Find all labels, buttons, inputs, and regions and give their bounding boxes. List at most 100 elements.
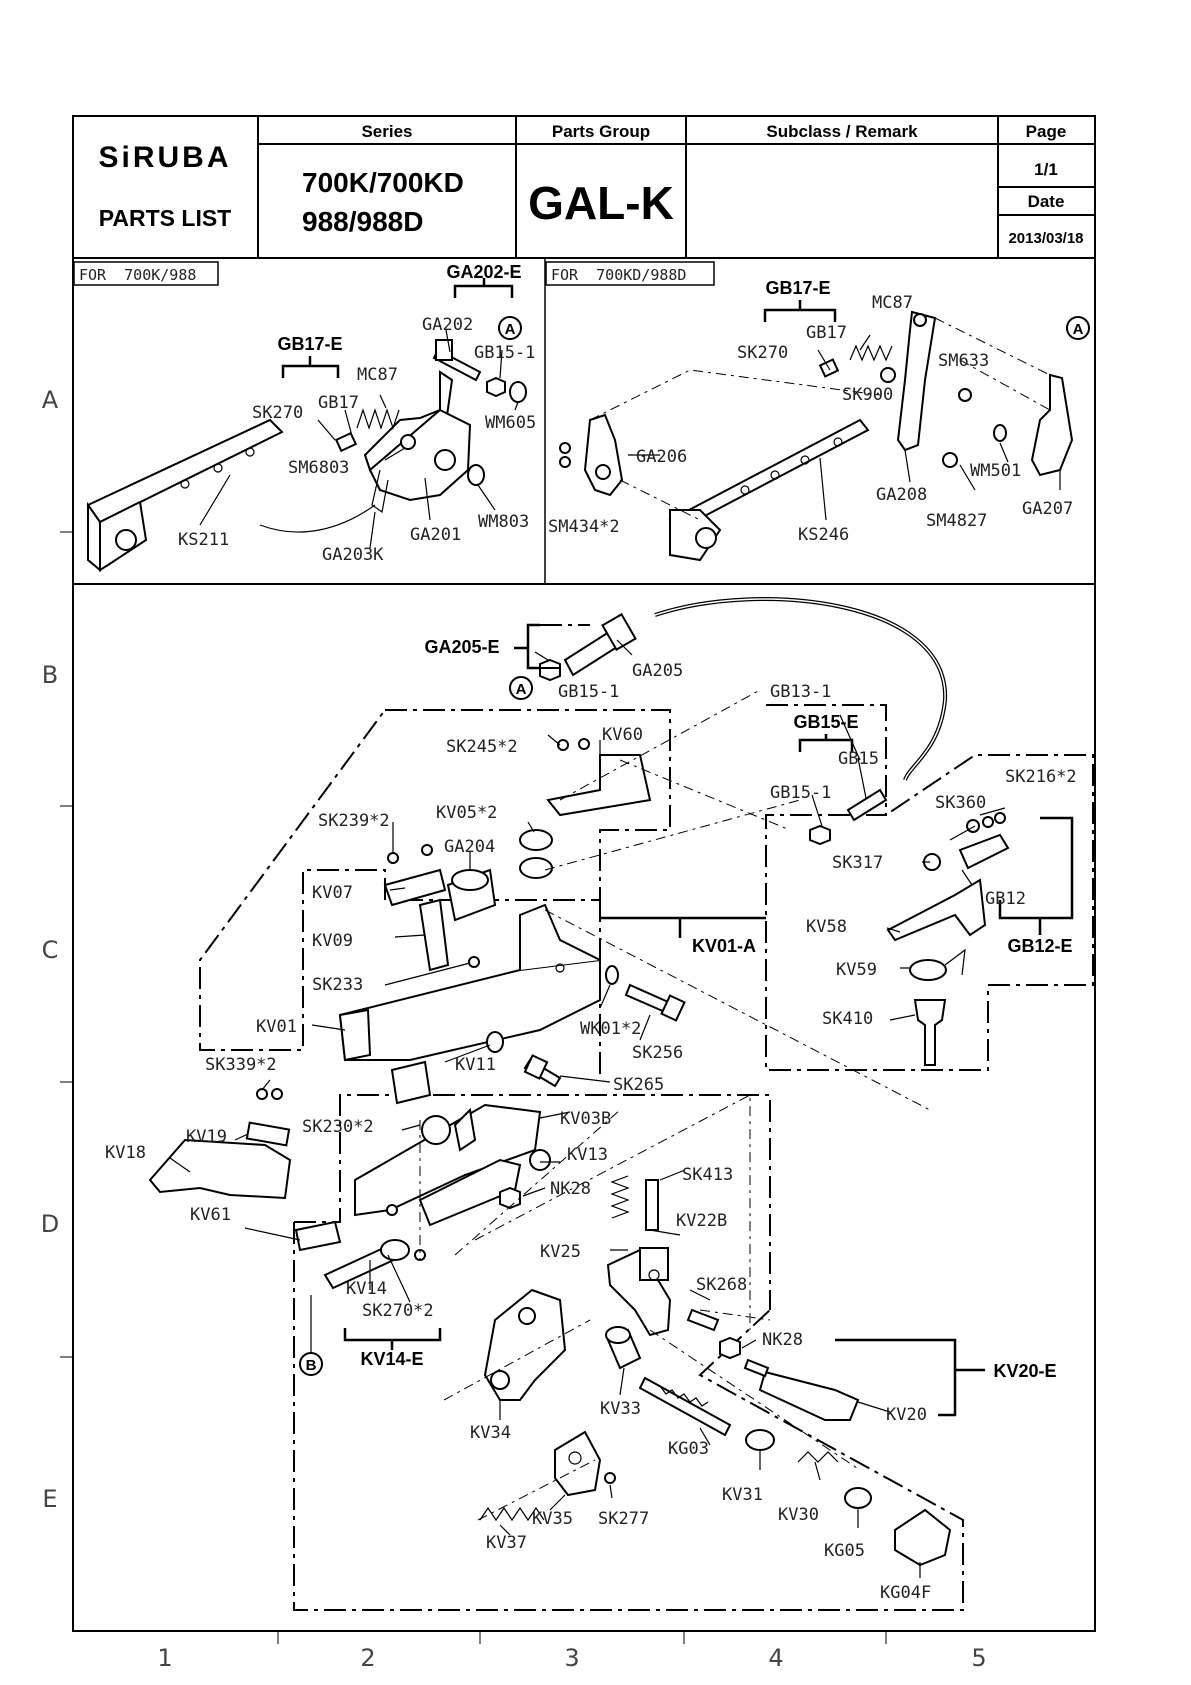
label-wm605: WM605 bbox=[485, 413, 536, 433]
grid-col-3: 3 bbox=[564, 1644, 579, 1672]
ref-marker-a-main-label: A bbox=[516, 681, 527, 698]
label-gb15: GB15 bbox=[838, 749, 879, 769]
group-kv01-a: KV01-A bbox=[692, 936, 756, 956]
label-kv19: KV19 bbox=[186, 1127, 227, 1147]
panel-right-title: FOR 700KD/988D bbox=[551, 266, 686, 284]
group-gb17-e-left: GB17-E bbox=[277, 334, 342, 354]
panel-left-drawing bbox=[86, 329, 527, 573]
label-kv59: KV59 bbox=[836, 960, 877, 980]
label-kg05: KG05 bbox=[824, 1541, 865, 1561]
label-nk28-b: NK28 bbox=[762, 1330, 803, 1350]
grid-row-a: A bbox=[42, 386, 59, 414]
label-mc87-left: MC87 bbox=[357, 365, 398, 385]
group-ga202-e: GA202-E bbox=[446, 262, 521, 282]
grid-col-4: 4 bbox=[768, 1644, 783, 1672]
label-kg03: KG03 bbox=[668, 1439, 709, 1459]
label-gb15-1-left: GB15-1 bbox=[474, 343, 535, 363]
subclass-label: Subclass / Remark bbox=[766, 122, 918, 141]
page-label: Page bbox=[1026, 122, 1067, 141]
grid-row-d: D bbox=[41, 1210, 59, 1238]
label-ga203k: GA203K bbox=[322, 545, 384, 565]
label-ga204: GA204 bbox=[444, 837, 495, 857]
label-gb13-1: GB13-1 bbox=[770, 682, 831, 702]
label-sk230: SK230*2 bbox=[302, 1117, 374, 1137]
group-kv20-e: KV20-E bbox=[993, 1361, 1056, 1381]
label-mc87-right: MC87 bbox=[872, 293, 913, 313]
label-wm501: WM501 bbox=[970, 461, 1021, 481]
group-gb12-e: GB12-E bbox=[1007, 936, 1072, 956]
label-kv13: KV13 bbox=[567, 1145, 608, 1165]
label-kv34: KV34 bbox=[470, 1423, 511, 1443]
label-ga202: GA202 bbox=[422, 315, 473, 335]
label-kv20: KV20 bbox=[886, 1405, 927, 1425]
grid-col-5: 5 bbox=[971, 1644, 986, 1672]
label-kv03b: KV03B bbox=[560, 1109, 611, 1129]
parts-group-value: GAL-K bbox=[528, 177, 674, 229]
label-sk270-right: SK270 bbox=[737, 343, 788, 363]
label-gb15-1-main-b: GB15-1 bbox=[770, 783, 831, 803]
label-kv22b: KV22B bbox=[676, 1211, 727, 1231]
label-ga205: GA205 bbox=[632, 661, 683, 681]
label-kv33: KV33 bbox=[600, 1399, 641, 1419]
grid-row-c: C bbox=[42, 936, 59, 964]
label-sk233: SK233 bbox=[312, 975, 363, 995]
group-kv14-e: KV14-E bbox=[360, 1349, 423, 1369]
label-sk317: SK317 bbox=[832, 853, 883, 873]
label-ga206: GA206 bbox=[636, 447, 687, 467]
label-ks211: KS211 bbox=[178, 530, 229, 550]
label-ga201: GA201 bbox=[410, 525, 461, 545]
grid-col-1: 1 bbox=[157, 1644, 172, 1672]
date-value: 2013/03/18 bbox=[1008, 230, 1083, 247]
main-drawing bbox=[148, 597, 1094, 1611]
label-sk277: SK277 bbox=[598, 1509, 649, 1529]
group-ga205-e: GA205-E bbox=[424, 637, 499, 657]
label-kv31: KV31 bbox=[722, 1485, 763, 1505]
label-kv37: KV37 bbox=[486, 1533, 527, 1553]
label-gb17-left: GB17 bbox=[318, 393, 359, 413]
label-nk28-a: NK28 bbox=[550, 1179, 591, 1199]
label-sk270-main: SK270*2 bbox=[362, 1301, 434, 1321]
parts-group-label: Parts Group bbox=[552, 122, 650, 141]
page-frame bbox=[72, 115, 1096, 1632]
label-ga207: GA207 bbox=[1022, 499, 1073, 519]
brand-logo: SiRUBA bbox=[98, 141, 231, 174]
grid-row-e: E bbox=[42, 1485, 57, 1513]
panel-left-title: FOR 700K/988 bbox=[79, 266, 196, 284]
date-label: Date bbox=[1028, 192, 1065, 211]
label-sm6803: SM6803 bbox=[288, 458, 349, 478]
label-kg04f: KG04F bbox=[880, 1583, 931, 1603]
ref-marker-a-left bbox=[498, 316, 522, 340]
label-kv18: KV18 bbox=[105, 1143, 146, 1163]
group-gb17-e-right: GB17-E bbox=[765, 278, 830, 298]
label-kv05: KV05*2 bbox=[436, 803, 497, 823]
label-kv35: KV35 bbox=[532, 1509, 573, 1529]
series-label: Series bbox=[361, 122, 412, 141]
ref-marker-a-left-label: A bbox=[505, 321, 516, 338]
ref-marker-a-right-label: A bbox=[1073, 321, 1084, 338]
label-sk256: SK256 bbox=[632, 1043, 683, 1063]
label-sk339: SK339*2 bbox=[205, 1055, 277, 1075]
label-sm434: SM434*2 bbox=[548, 517, 620, 537]
grid-col-2: 2 bbox=[360, 1644, 375, 1672]
label-sk360: SK360 bbox=[935, 793, 986, 813]
label-wk01: WK01*2 bbox=[580, 1019, 641, 1039]
label-wm803: WM803 bbox=[478, 512, 529, 532]
label-sm4827: SM4827 bbox=[926, 511, 987, 531]
series-line-2: 988/988D bbox=[302, 206, 423, 237]
ref-marker-a-main bbox=[509, 676, 533, 700]
label-kv61: KV61 bbox=[190, 1205, 231, 1225]
label-sk270-left: SK270 bbox=[252, 403, 303, 423]
label-sm633: SM633 bbox=[938, 351, 989, 371]
label-sk413: SK413 bbox=[682, 1165, 733, 1185]
ref-marker-b-label: B bbox=[306, 1357, 317, 1374]
label-kv14: KV14 bbox=[346, 1279, 387, 1299]
label-ga208: GA208 bbox=[876, 485, 927, 505]
group-gb15-e: GB15-E bbox=[793, 712, 858, 732]
label-gb17-right: GB17 bbox=[806, 323, 847, 343]
label-kv11: KV11 bbox=[455, 1055, 496, 1075]
doc-type: PARTS LIST bbox=[99, 205, 231, 231]
label-kv30: KV30 bbox=[778, 1505, 819, 1525]
label-gb12: GB12 bbox=[985, 889, 1026, 909]
label-kv09: KV09 bbox=[312, 931, 353, 951]
label-gb15-1-main-a: GB15-1 bbox=[558, 682, 619, 702]
